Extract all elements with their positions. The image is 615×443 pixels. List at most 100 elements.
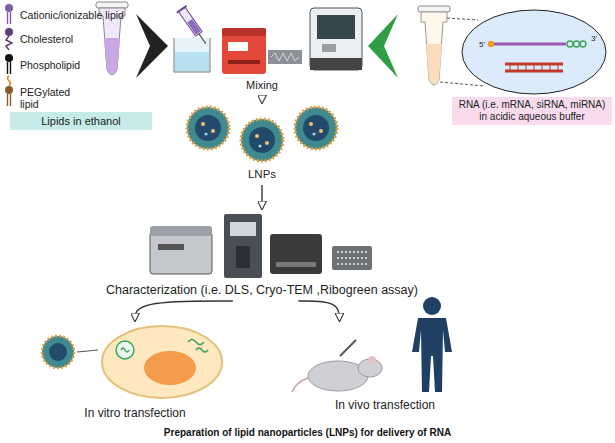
beaker — [174, 38, 210, 72]
cell-part — [144, 351, 196, 385]
phospholipid-icon-part — [7, 62, 8, 74]
legend-text: PEGylated lipid — [20, 86, 78, 110]
plate-reader-part — [276, 262, 316, 267]
mouse — [292, 340, 382, 392]
node-text: In vitro transfection — [84, 406, 185, 420]
cell-part — [116, 341, 134, 359]
mixing-instrument-part — [317, 15, 355, 39]
mixing-instrument-part — [310, 58, 362, 70]
mixing-device-part — [228, 42, 248, 51]
lnp-particle-part — [249, 127, 275, 153]
node-text: RNA (i.e. mRNA, siRNA, miRNA) in acidic … — [456, 99, 608, 123]
lnp-particle-part — [201, 122, 205, 126]
legend-text: Cholesterol — [20, 33, 160, 45]
plate-reader-part — [270, 234, 322, 274]
legend-text: Cationic/ionizable lipid — [20, 9, 160, 21]
lnp-particle-part — [187, 107, 229, 149]
lnp-particle-part — [309, 122, 313, 126]
zoom-line — [440, 82, 484, 86]
cationic-lipid-icon-part — [10, 12, 11, 24]
lnp-particle-part — [211, 129, 215, 133]
step-group: In vitro transfection — [30, 322, 240, 422]
microfluidic-chip — [268, 50, 302, 64]
dls-instrument-part — [158, 244, 184, 250]
syringe — [177, 6, 211, 47]
lnp-particle-part — [319, 129, 323, 133]
lnp-particle-part — [258, 144, 261, 147]
cell-part — [102, 326, 222, 398]
uptake-arrow — [77, 350, 98, 352]
lipid-tube-part — [104, 38, 120, 74]
rna-tube-part — [418, 6, 450, 12]
lnp-particle-part — [265, 141, 269, 145]
cell-part — [188, 340, 208, 353]
flow-arrow — [135, 301, 233, 321]
pegylated-lipid-icon-part — [7, 94, 8, 106]
lnp-particle-part — [42, 336, 74, 368]
rna-bubble-part — [567, 41, 573, 47]
mouse-part — [292, 378, 308, 392]
phospholipid-icon-part — [10, 62, 11, 74]
human-part — [412, 318, 452, 392]
syringe-part — [187, 19, 201, 35]
lnp-particle — [295, 107, 337, 149]
node-text: In vivo transfection — [335, 398, 435, 412]
cationic-lipid-icon — [5, 4, 13, 24]
lnp-particle — [241, 119, 283, 161]
node-text: Characterization (i.e. DLS, Cryo-TEM ,Ri… — [106, 283, 418, 298]
node-text: Mixing — [246, 79, 278, 92]
beaker-part — [175, 52, 209, 71]
pegylated-lipid-icon-part — [10, 94, 11, 106]
syringe-part — [178, 7, 202, 36]
cholesterol-icon-part — [6, 36, 12, 50]
mixing-device — [222, 28, 266, 74]
step-group: LNPs — [182, 104, 342, 184]
lnp-particle-part — [312, 132, 315, 135]
beaker-part — [174, 38, 210, 72]
flow-arrow — [261, 95, 262, 103]
rna-bubble — [462, 10, 606, 94]
mixing-instrument — [310, 8, 362, 70]
dls-instrument-part — [150, 226, 212, 236]
flow-arrow — [298, 301, 339, 321]
mixing-instrument-part — [310, 8, 362, 70]
lnp-particle-part — [295, 107, 337, 149]
cationic-lipid-icon-part — [5, 4, 13, 12]
flow-arrow — [261, 185, 262, 209]
dls-instrument — [150, 226, 212, 274]
mixing-device-part — [222, 28, 266, 36]
mouse-part — [340, 340, 356, 356]
cholesterol-icon-part — [5, 28, 13, 36]
pegylated-lipid-icon — [5, 76, 13, 106]
human — [412, 297, 452, 392]
node-text: Lipids in ethanol — [41, 115, 121, 128]
microfluidic-chip-part — [268, 50, 302, 64]
well-plate — [332, 246, 372, 270]
cell-part — [121, 348, 129, 352]
rna-tube-part — [426, 44, 442, 84]
rna-bubble-part — [494, 43, 566, 46]
mixing-instrument-part — [322, 44, 336, 52]
pegylated-lipid-icon-part — [5, 86, 13, 94]
mixing-device-part — [222, 28, 266, 74]
syringe-part — [177, 6, 187, 13]
well-plate-part — [337, 252, 367, 264]
phospholipid-icon — [5, 54, 13, 74]
lnp-particle — [187, 107, 229, 149]
step-group: In vivo transfection — [290, 322, 480, 414]
dls-instrument-part — [150, 232, 212, 274]
process-box: RNA (i.e. mRNA, siRNA, miRNA) in acidic … — [452, 97, 612, 125]
strand-end-label: 5' — [479, 40, 485, 49]
rna-tube — [418, 6, 450, 85]
rna-bubble-part — [580, 41, 586, 47]
step-group: Mixing — [232, 77, 292, 94]
step-group: Characterization (i.e. DLS, Cryo-TEM ,Ri… — [80, 210, 444, 300]
cryo-tem-instrument — [224, 214, 262, 278]
flow-chevron — [368, 14, 398, 78]
lnp-particle-part — [255, 134, 259, 138]
rna-bubble-part — [462, 10, 606, 94]
zoom-line — [447, 18, 478, 20]
lnp-particle — [42, 336, 74, 368]
